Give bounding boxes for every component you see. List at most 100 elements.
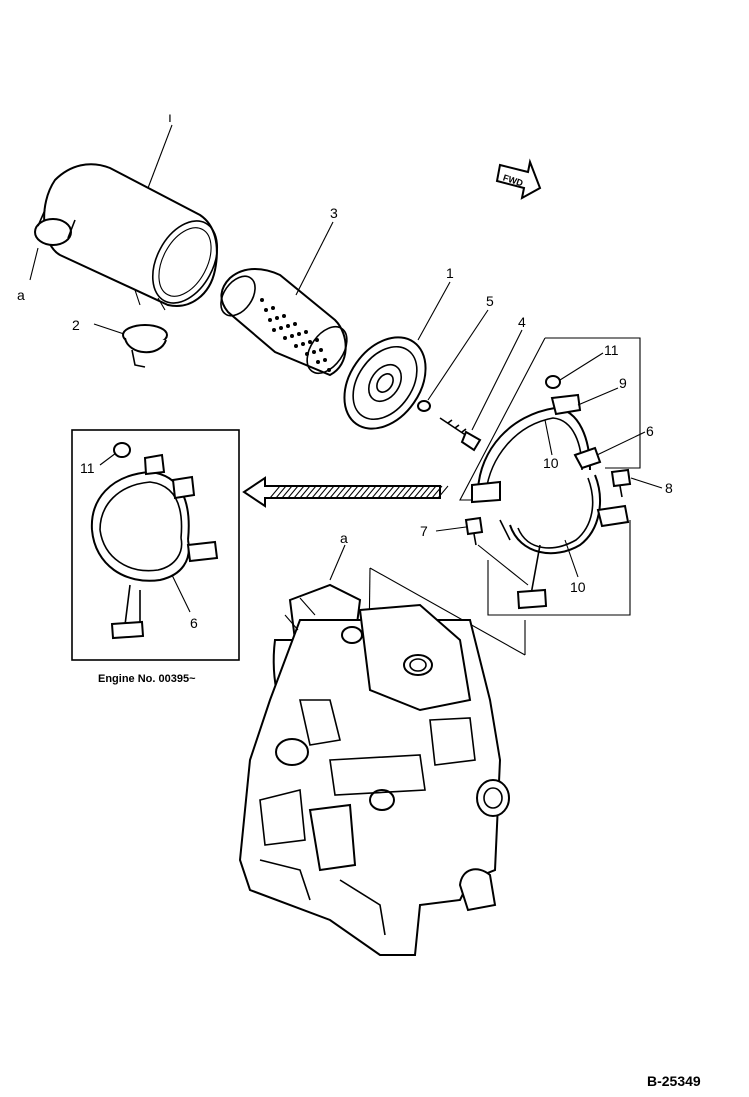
hatch-line <box>311 485 323 499</box>
leader-4 <box>471 329 523 431</box>
hatch-line <box>347 485 359 499</box>
leader-7 <box>435 526 467 532</box>
callout-1: 1 <box>446 265 454 281</box>
hatch-line <box>287 485 299 499</box>
leader-10-lower <box>564 539 579 578</box>
hatch-line <box>395 485 407 499</box>
hatch-line <box>281 485 293 499</box>
callout-11-top: 11 <box>604 342 619 358</box>
callout-7: 7 <box>420 523 428 539</box>
hatch-line <box>269 485 281 499</box>
perforation-dot <box>315 338 319 342</box>
hatch-line <box>305 485 317 499</box>
perforation-dot <box>283 336 287 340</box>
callout-4: 4 <box>518 314 526 330</box>
hatch-line <box>335 485 347 499</box>
inset-caption: Engine No. 00395~ <box>98 673 196 685</box>
leader-11-top <box>559 352 604 381</box>
hatched-arrow-icon <box>242 476 449 508</box>
hatch-line <box>275 485 287 499</box>
perforation-dot <box>316 360 320 364</box>
hatch-line <box>365 485 377 499</box>
hatch-line <box>413 485 425 499</box>
callout-10-lower: 10 <box>570 579 586 595</box>
hatch-line <box>377 485 389 499</box>
callout-5: 5 <box>486 293 494 309</box>
cover-disc <box>343 336 427 430</box>
perforation-dot <box>308 340 312 344</box>
leader-6 <box>596 431 646 456</box>
perforation-dot <box>282 314 286 318</box>
leader-2 <box>93 323 125 335</box>
callout-8: 8 <box>665 480 673 496</box>
perforation-dot <box>319 348 323 352</box>
hatch-line <box>389 485 401 499</box>
perforation-dot <box>323 358 327 362</box>
perforation-dot <box>260 298 264 302</box>
hatch-line <box>359 485 371 499</box>
hatch-line <box>341 485 353 499</box>
perforation-dot <box>271 306 275 310</box>
leader-a-left <box>29 247 39 281</box>
perforation-dot <box>305 352 309 356</box>
perforation-dot <box>275 316 279 320</box>
hatch-line <box>353 485 365 499</box>
leader-10-upper <box>544 419 553 456</box>
callout-9: 9 <box>619 375 627 391</box>
bolt-7 <box>464 516 484 546</box>
air-cleaner-housing <box>34 163 219 311</box>
hatch-line <box>419 485 431 499</box>
callout-a-engine: a <box>340 530 348 546</box>
hatch-line <box>401 485 413 499</box>
hatch-line <box>437 485 449 499</box>
callout-inset-6: 6 <box>190 615 198 631</box>
hatch-line <box>323 485 335 499</box>
hatch-line <box>425 485 437 499</box>
callout-1-top: ı <box>168 109 172 125</box>
perforation-dot <box>327 368 331 372</box>
leader-1-top <box>147 124 173 189</box>
hatch-line <box>371 485 383 499</box>
callout-a-left: a <box>17 287 25 303</box>
hatch-line <box>299 485 311 499</box>
leader-a-engine <box>329 544 346 581</box>
callout-10-upper: 10 <box>543 455 559 471</box>
perforation-dot <box>312 350 316 354</box>
leader-9 <box>577 387 619 406</box>
washer <box>417 400 431 412</box>
perforation-dot <box>264 308 268 312</box>
callout-2: 2 <box>72 317 80 333</box>
leader-3 <box>295 221 334 296</box>
document-number: B-25349 <box>647 1073 701 1089</box>
leader-8 <box>630 477 663 489</box>
leader-inset-6 <box>171 574 191 613</box>
hatch-line <box>293 485 305 499</box>
fwd-arrow-icon: FWD <box>495 158 542 200</box>
perforation-dot <box>290 334 294 338</box>
perforation-dot <box>297 332 301 336</box>
engine-block <box>238 567 526 956</box>
perforation-dot <box>286 324 290 328</box>
bolt-8 <box>610 468 632 498</box>
perforation-dot <box>301 342 305 346</box>
clamp-ring <box>122 324 168 368</box>
hatch-line <box>329 485 341 499</box>
hatch-line <box>407 485 419 499</box>
hatch-line <box>317 485 329 499</box>
hatch-line <box>431 485 443 499</box>
leader-5 <box>427 309 489 401</box>
perforation-dot <box>272 328 276 332</box>
filter-element <box>220 268 348 377</box>
perforation-dot <box>279 326 283 330</box>
perforation-dot <box>304 330 308 334</box>
bracket-assembly <box>459 337 641 616</box>
leader-1 <box>417 281 451 341</box>
perforation-dot <box>268 318 272 322</box>
perforation-dot <box>293 322 297 326</box>
inset-box <box>71 429 240 661</box>
callout-inset-11: 11 <box>80 460 95 476</box>
wing-bolt <box>439 417 482 452</box>
leader-inset-11 <box>99 452 117 466</box>
callout-3: 3 <box>330 205 338 221</box>
